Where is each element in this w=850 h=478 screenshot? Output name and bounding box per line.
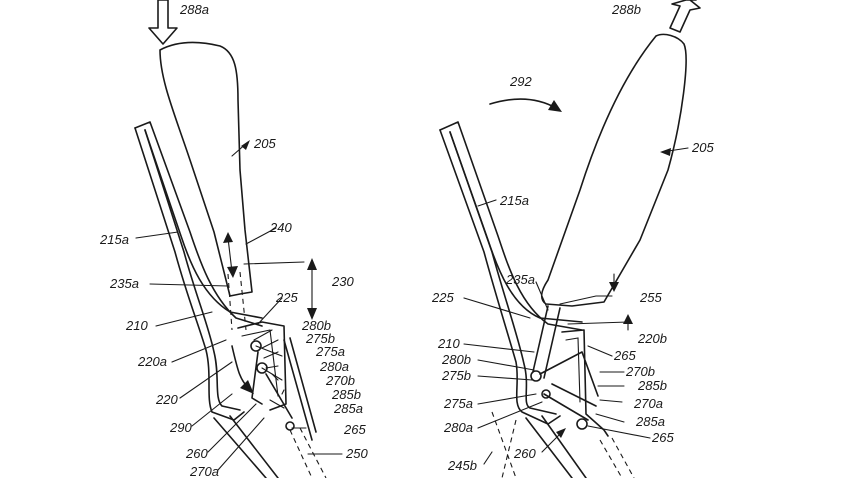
label-275b-right: 275b [441, 368, 471, 383]
label-230: 230 [331, 274, 354, 289]
label-275a-right: 275a [443, 396, 473, 411]
label-210-left: 210 [125, 318, 148, 333]
label-240: 240 [269, 220, 292, 235]
arrow-220b-head [623, 314, 633, 324]
label-220a: 220a [137, 354, 167, 369]
arrow-288a [149, 0, 177, 44]
pivot-280b-right [531, 371, 541, 381]
label-290: 290 [169, 420, 192, 435]
label-210-right: 210 [437, 336, 460, 351]
frame-bottom-rails [214, 416, 278, 478]
label-205-right: 205 [691, 140, 714, 155]
label-275a-left: 275a [315, 344, 345, 359]
label-292: 292 [509, 74, 532, 89]
label-270b-right: 270b [625, 364, 655, 379]
label-265-right-1: 265 [613, 348, 636, 363]
label-285b-left: 285b [331, 387, 361, 402]
label-220b: 220b [637, 331, 667, 346]
label-270a-right: 270a [633, 396, 663, 411]
leader-heads-left [241, 140, 250, 150]
label-220: 220 [155, 392, 178, 407]
label-288b: 288b [611, 2, 641, 17]
pivot-265-right [577, 419, 587, 429]
label-285b-right: 285b [637, 378, 667, 393]
label-215a-left: 215a [99, 232, 129, 247]
label-270b-left: 270b [325, 373, 355, 388]
label-265-right-2: 265 [651, 430, 674, 445]
label-288a: 288a [179, 2, 209, 17]
dim-230 [244, 260, 312, 318]
headrest-205-right [542, 34, 686, 306]
label-225-left: 225 [275, 290, 298, 305]
label-260-left: 260 [185, 446, 208, 461]
levers-right [540, 352, 598, 420]
arrow-292-head [548, 100, 562, 112]
label-235a-right: 235a [505, 272, 535, 287]
label-235a-left: 235a [109, 276, 139, 291]
label-255: 255 [639, 290, 662, 305]
label-215a-right: 215a [499, 193, 529, 208]
label-270a-left: 270a [189, 464, 219, 478]
label-250: 250 [345, 446, 368, 461]
label-225-right: 225 [431, 290, 454, 305]
label-285a-left: 285a [333, 401, 363, 416]
headrest-205-left [160, 43, 252, 296]
label-265-left: 265 [343, 422, 366, 437]
label-280a-left: 280a [319, 359, 349, 374]
label-260-right: 260 [513, 446, 536, 461]
pivot-265-left [286, 422, 294, 430]
arrow-288b [670, 0, 700, 32]
label-205-left: 205 [253, 136, 276, 151]
label-245b: 245b [447, 458, 477, 473]
label-285a-right: 285a [635, 414, 665, 429]
arrow-292 [490, 99, 556, 108]
label-280b-right: 280b [441, 352, 471, 367]
arrow-290-head [240, 380, 254, 394]
line-220b [568, 318, 628, 330]
label-280a-right: 280a [443, 420, 473, 435]
